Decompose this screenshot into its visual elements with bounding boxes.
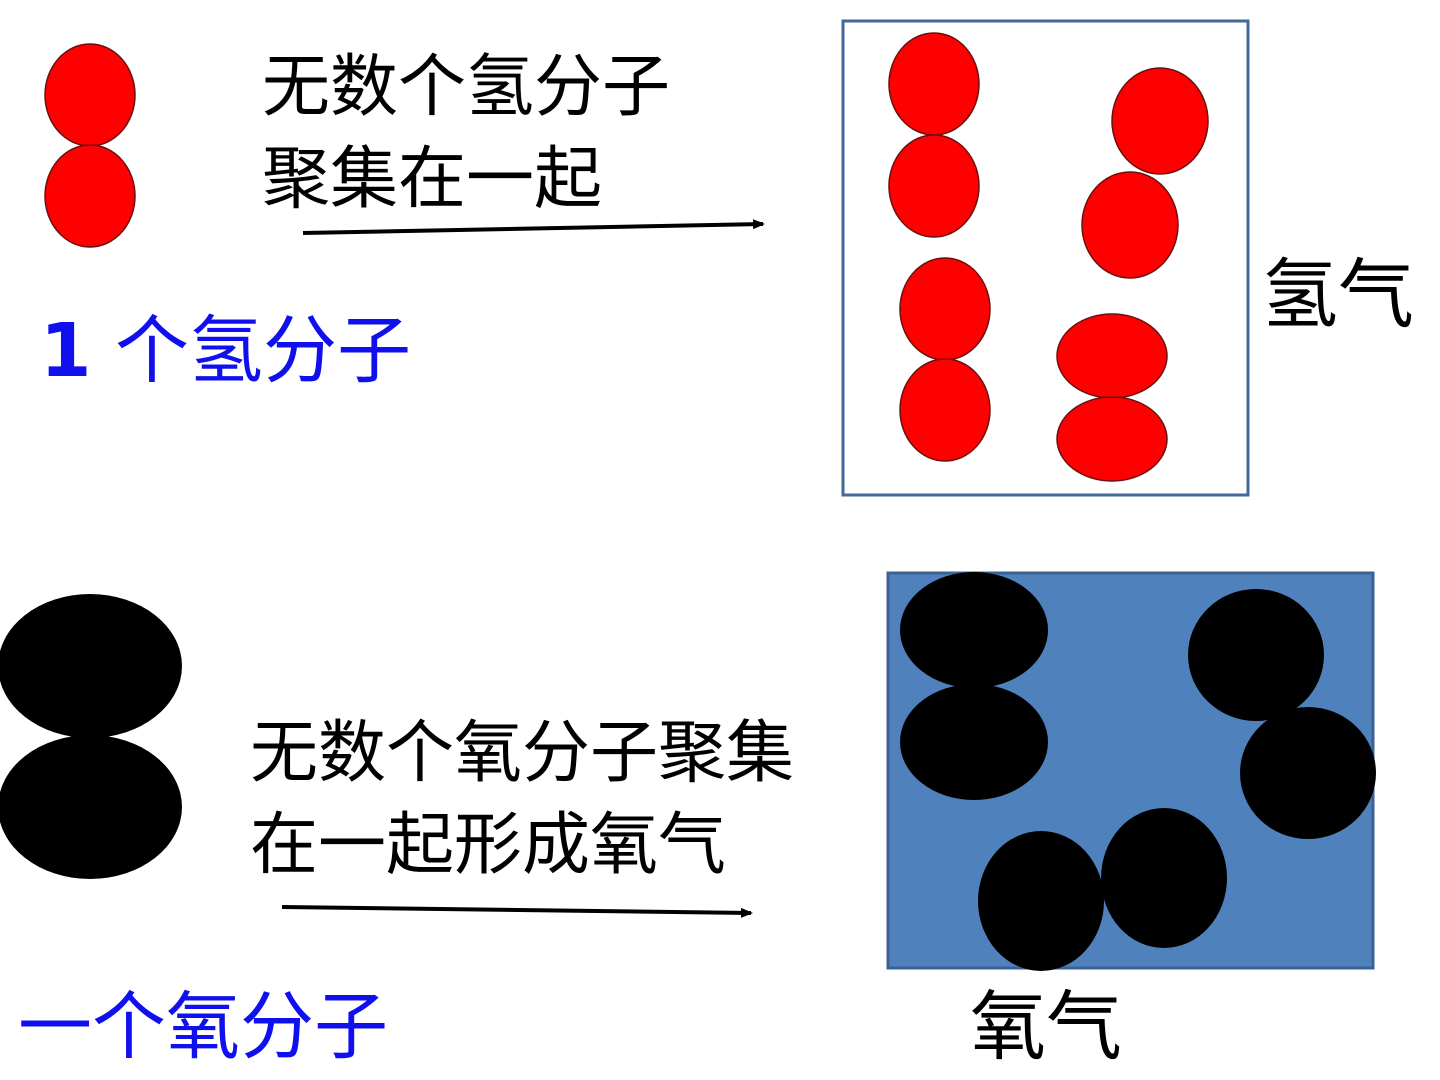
hydrogen-arrow (302, 219, 765, 235)
oxygen-caption-line2: 在一起形成氧气 (250, 806, 727, 885)
oxygen-arrow (281, 905, 753, 918)
hydrogen-caption: 无数个氢分子 聚集在一起 (262, 42, 670, 226)
hydrogen-molecule-label-text: 个氢分子 (115, 308, 412, 394)
hydrogen-atom (1111, 67, 1209, 175)
oxygen-gas-label: 氧气 (970, 982, 1122, 1071)
oxygen-gas-molecules (900, 572, 1376, 971)
hydrogen-molecule-label-number: 1 (40, 308, 92, 394)
oxygen-atom (1240, 707, 1376, 839)
oxygen-atom (900, 572, 1048, 688)
hydrogen-atom (899, 358, 991, 462)
oxygen-atom (1188, 589, 1324, 721)
hydrogen-gas-label: 氢气 (1262, 250, 1414, 339)
hydrogen-atom (1081, 171, 1179, 279)
oxygen-atom (1101, 808, 1227, 948)
oxygen-atom (0, 594, 182, 738)
oxygen-molecule (0, 594, 182, 879)
hydrogen-gas-molecules (888, 32, 1209, 482)
oxygen-atom (0, 735, 182, 879)
hydrogen-atom (888, 32, 980, 136)
hydrogen-atom (44, 43, 136, 147)
oxygen-caption-line1: 无数个氧分子聚集 (250, 714, 795, 793)
hydrogen-molecule-label: 1 个氢分子 (40, 306, 411, 396)
oxygen-atom (900, 684, 1048, 800)
oxygen-caption: 无数个氧分子聚集 在一起形成氧气 (250, 708, 794, 892)
oxygen-molecule-label: 一个氧分子 (18, 984, 388, 1070)
hydrogen-atom (1056, 313, 1168, 399)
hydrogen-caption-line1: 无数个氢分子 (262, 48, 671, 127)
hydrogen-atom (44, 144, 136, 248)
hydrogen-molecule (44, 43, 136, 248)
hydrogen-atom (899, 257, 991, 361)
hydrogen-caption-line2: 聚集在一起 (262, 140, 603, 219)
hydrogen-atom (888, 134, 980, 238)
hydrogen-atom (1056, 396, 1168, 482)
oxygen-atom (978, 831, 1104, 971)
